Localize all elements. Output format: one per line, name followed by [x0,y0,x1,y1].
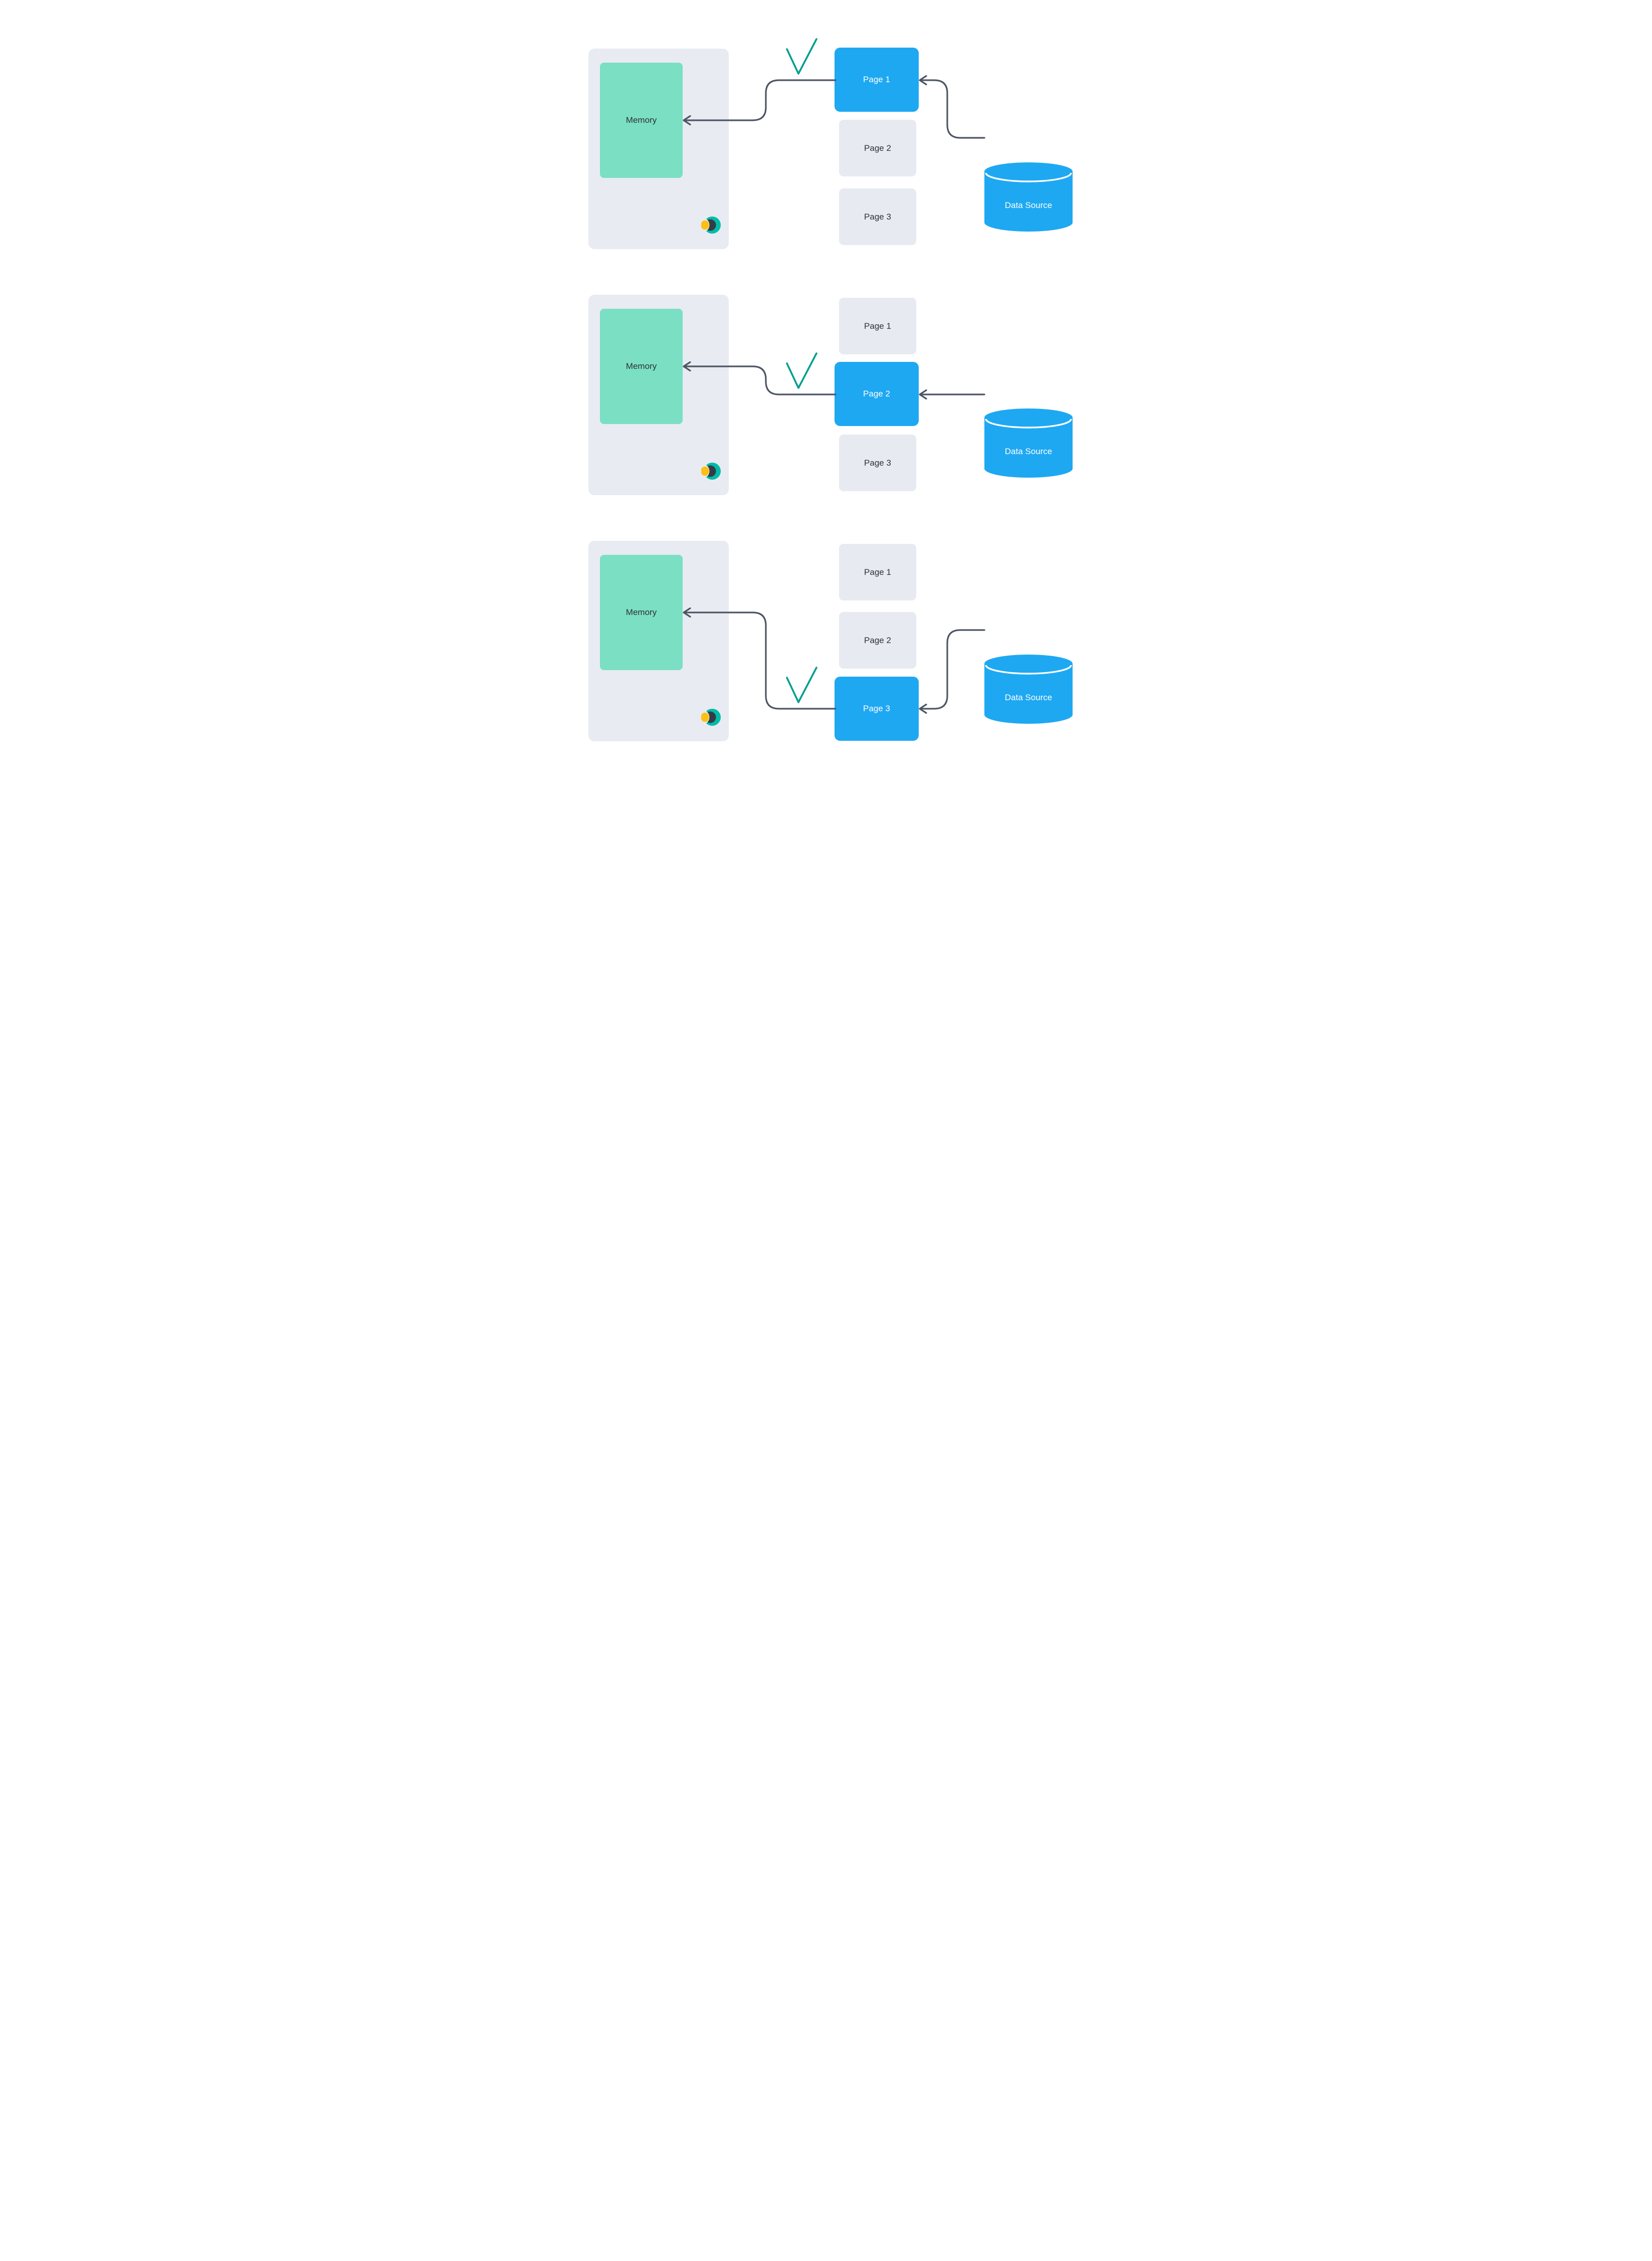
memory-panel: Memory [588,49,729,249]
memory-label: Memory [626,115,657,125]
memory-panel: Memory [588,541,729,741]
paging-step-row-3: Memory Page 1 Page 2 Page 3 Data Source [543,541,1109,741]
page-label: Page 3 [864,458,891,468]
memory-panel: Memory [588,295,729,495]
page-label: Page 3 [863,704,890,713]
data-source-label: Data Source [1004,693,1053,702]
memory-box: Memory [600,309,683,424]
eclipse-logo-icon [701,217,721,234]
paging-step-row-2: Memory Page 1 Page 2 Page 3 Data Source [543,295,1109,495]
memory-label: Memory [626,361,657,371]
page-label: Page 1 [864,321,891,331]
page-box: Page 1 [839,544,916,600]
page-box-active: Page 3 [835,677,919,741]
memory-label: Memory [626,607,657,617]
page-box: Page 2 [839,612,916,669]
page-label: Page 1 [864,567,891,577]
data-source-label: Data Source [1004,447,1053,456]
page-box: Page 2 [839,120,916,176]
page-box: Page 1 [839,298,916,354]
page-label: Page 2 [863,389,890,398]
page-label: Page 2 [864,635,891,645]
data-source-cylinder: Data Source [984,655,1073,724]
page-label: Page 2 [864,143,891,153]
page-label: Page 3 [864,212,891,222]
database-cylinder-icon [984,408,1073,478]
eclipse-logo-icon [701,463,721,480]
page-box-active: Page 1 [835,48,919,112]
data-source-label: Data Source [1004,200,1053,210]
data-source-cylinder: Data Source [984,162,1073,232]
memory-box: Memory [600,63,683,178]
memory-box: Memory [600,555,683,670]
page-box: Page 3 [839,435,916,491]
page-box-active: Page 2 [835,362,919,426]
paging-step-row-1: Memory Page 1 Page 2 Page 3 Data Source [543,48,1109,249]
eclipse-logo-icon [701,709,721,726]
page-box: Page 3 [839,188,916,245]
database-cylinder-icon [984,655,1073,724]
page-label: Page 1 [863,75,890,84]
data-source-cylinder: Data Source [984,408,1073,478]
database-cylinder-icon [984,162,1073,232]
paging-diagram: Memory Page 1 Page 2 Page 3 Data Source [543,0,1109,774]
